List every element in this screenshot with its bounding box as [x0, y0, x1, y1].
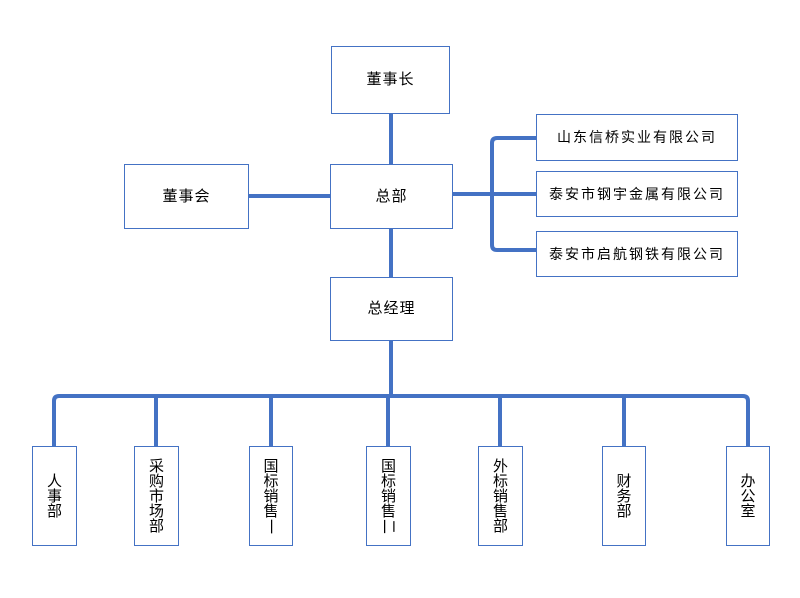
node-general-manager: 总经理 — [330, 277, 453, 341]
node-board: 董事会 — [124, 164, 249, 229]
node-dept-hr: 人事部 — [32, 446, 77, 546]
node-chairman: 董事长 — [331, 46, 450, 114]
node-subsidiary-2: 泰安市钢宇金属有限公司 — [536, 171, 738, 217]
connector-subsidiaries-branch — [490, 136, 536, 252]
node-dept-gb-sales-2: 国标销售二 — [366, 446, 411, 546]
node-dept-foreign-sales: 外标销售部 — [478, 446, 523, 546]
connector-dept-bus — [52, 394, 750, 446]
node-subsidiary-3: 泰安市启航钢铁有限公司 — [536, 231, 738, 277]
node-dept-procurement-market: 采购市场部 — [134, 446, 179, 546]
node-headquarters: 总部 — [330, 164, 453, 229]
node-subsidiary-1: 山东信桥实业有限公司 — [536, 114, 738, 161]
node-dept-office: 办公室 — [726, 446, 770, 546]
node-dept-finance: 财务部 — [602, 446, 646, 546]
node-dept-gb-sales-1: 国标销售一 — [249, 446, 293, 546]
